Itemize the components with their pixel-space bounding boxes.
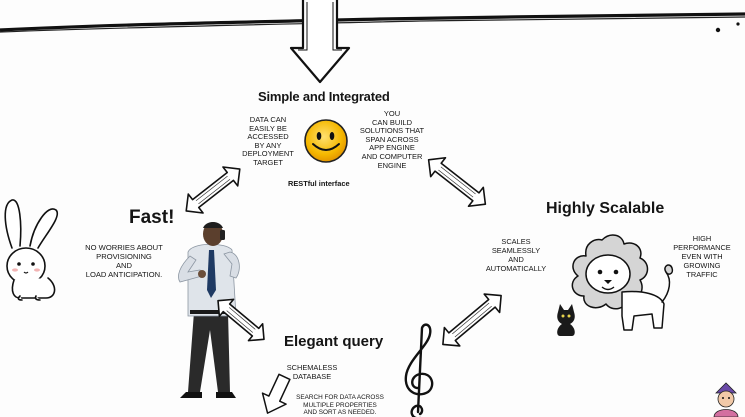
cat-icon: [557, 304, 575, 336]
search-data-note: SEARCH FOR DATA ACROSS MULTIPLE PROPERTI…: [296, 394, 384, 417]
double-arrow-icon: [427, 156, 487, 208]
data-access-note: DATA CAN EASILY BE ACCESSED BY ANY DEPLO…: [242, 115, 294, 167]
scales-seamlessly-note: SCALES SEAMLESSLY AND AUTOMATICALLY: [485, 237, 547, 273]
rabbit-icon: [4, 199, 59, 301]
schemaless-database-note: SCHEMALESS DATABASE: [286, 363, 338, 381]
lion-icon: [571, 234, 674, 331]
double-arrow-icon: [442, 293, 502, 347]
double-arrow-icon: [217, 298, 265, 342]
character-icon: [713, 382, 739, 417]
double-arrow-icon: [185, 166, 241, 214]
high-performance-note: HIGH PERFORMANCE EVEN WITH GROWING TRAFF…: [673, 234, 731, 279]
businessman-illustration: [178, 222, 240, 398]
fast-heading: Fast!: [129, 207, 175, 228]
elegant-query-heading: Elegant query: [284, 333, 384, 350]
highly-scalable-heading: Highly Scalable: [546, 200, 665, 217]
arrow-down-icon: [289, 0, 351, 84]
no-worries-note: NO WORRIES ABOUT PROVISIONING AND LOAD A…: [85, 243, 163, 279]
treble-clef-icon: [404, 323, 434, 417]
simple-integrated-heading: Simple and Integrated: [258, 89, 390, 104]
top-border-line: [0, 12, 745, 33]
smiley-icon: [304, 119, 348, 163]
arrow-down-icon: [261, 373, 291, 414]
build-solutions-note: YOU CAN BUILD SOLUTIONS THAT SPAN ACROSS…: [359, 109, 425, 170]
restful-interface-caption: RESTful interface: [288, 179, 350, 188]
